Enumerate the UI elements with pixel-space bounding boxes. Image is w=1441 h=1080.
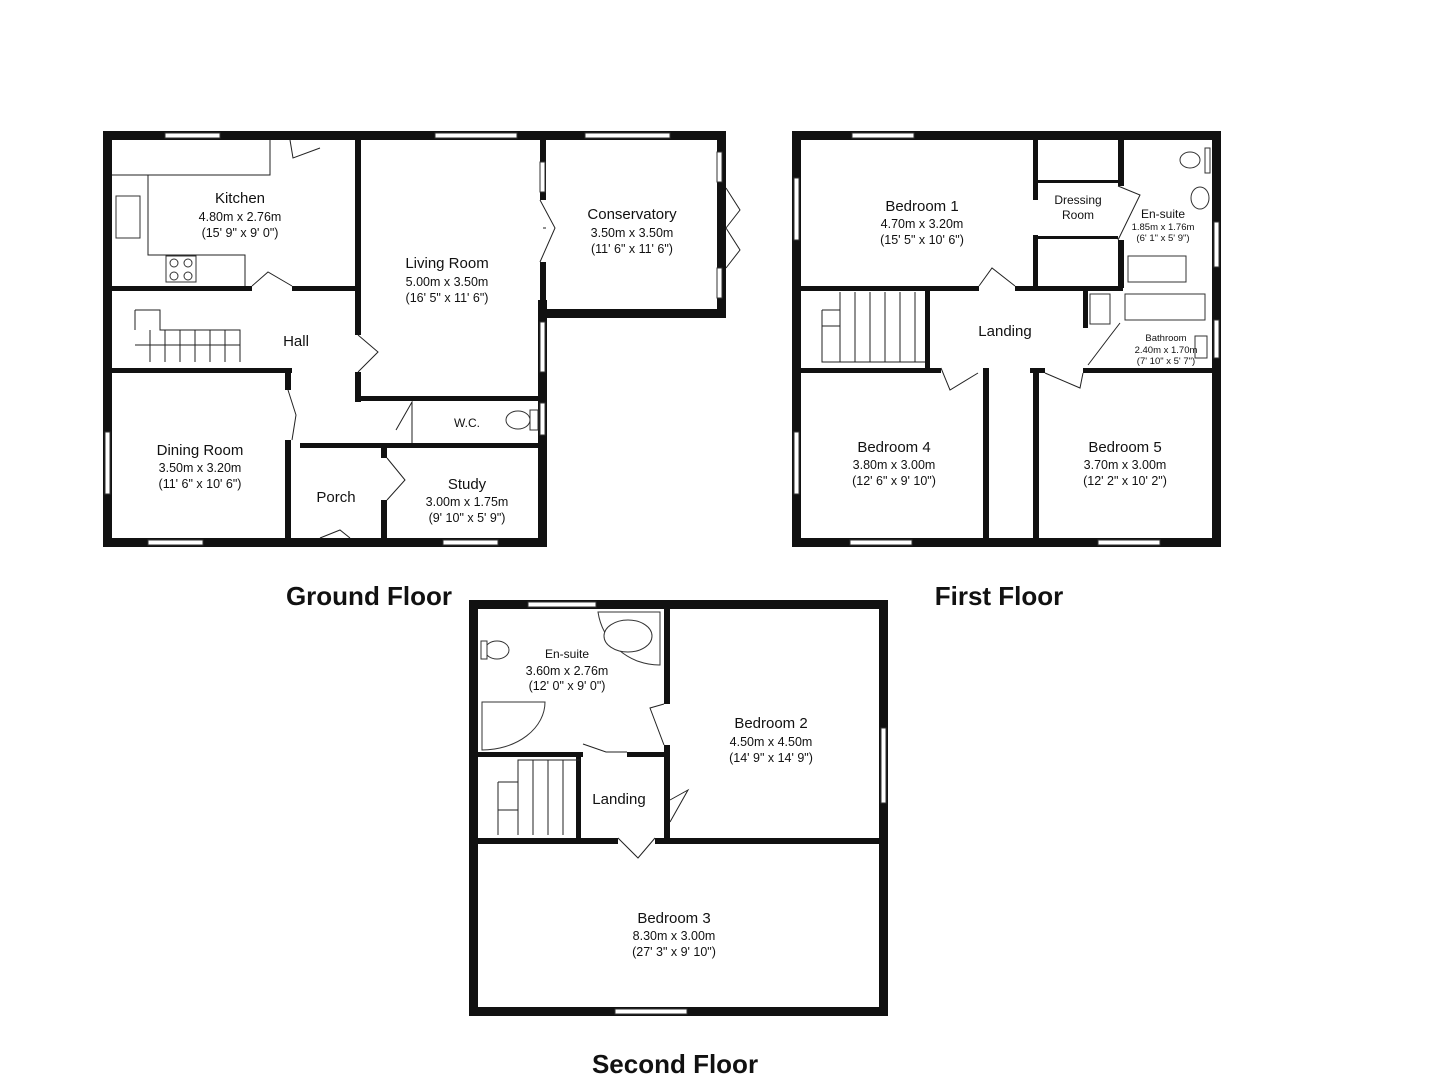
- bedroom2-name: Bedroom 2: [734, 715, 807, 732]
- study-name: Study: [448, 476, 487, 493]
- conservatory-imperial: (11' 6" x 11' 6"): [591, 242, 673, 256]
- bedroom4-metric: 3.80m x 3.00m: [853, 458, 936, 472]
- bedroom3-imperial: (27' 3" x 9' 10"): [632, 945, 716, 959]
- kitchen-name: Kitchen: [215, 190, 265, 207]
- bedroom4-imperial: (12' 6" x 9' 10"): [852, 474, 936, 488]
- bedroom5-metric: 3.70m x 3.00m: [1084, 458, 1167, 472]
- bedroom1-imperial: (15' 5" x 10' 6"): [880, 233, 964, 247]
- kitchen-metric: 4.80m x 2.76m: [199, 210, 282, 224]
- conservatory-name: Conservatory: [587, 206, 677, 223]
- first-floor-plan: [792, 131, 1221, 547]
- dressing-room-name-line2: Room: [1062, 208, 1094, 222]
- wc-name: W.C.: [454, 416, 480, 430]
- conservatory-metric: 3.50m x 3.50m: [591, 226, 674, 240]
- porch-name: Porch: [316, 489, 355, 506]
- second-ensuite-imperial: (12' 0" x 9' 0"): [529, 679, 606, 693]
- ground-floor-plan: [103, 131, 741, 547]
- study-imperial: (9' 10" x 5' 9"): [429, 511, 506, 525]
- bathroom-imperial: (7' 10" x 5' 7"): [1137, 356, 1195, 367]
- second-ensuite-metric: 3.60m x 2.76m: [526, 664, 609, 678]
- hall-name: Hall: [283, 333, 309, 350]
- ground-floor-title: Ground Floor: [286, 581, 452, 611]
- living-room-imperial: (16' 5" x 11' 6"): [406, 291, 489, 305]
- dressing-room-name-line1: Dressing: [1054, 193, 1101, 207]
- study-metric: 3.00m x 1.75m: [426, 495, 509, 509]
- bedroom3-metric: 8.30m x 3.00m: [633, 929, 716, 943]
- first-landing-name: Landing: [978, 323, 1031, 340]
- second-floor-title: Second Floor: [592, 1049, 758, 1079]
- bedroom3-name: Bedroom 3: [637, 910, 710, 927]
- dining-room-imperial: (11' 6" x 10' 6"): [159, 477, 242, 491]
- bedroom2-metric: 4.50m x 4.50m: [730, 735, 813, 749]
- first-ensuite-imperial: (6' 1" x 5' 9"): [1136, 233, 1189, 244]
- first-ensuite-metric: 1.85m x 1.76m: [1132, 222, 1195, 233]
- bedroom1-metric: 4.70m x 3.20m: [881, 217, 964, 231]
- living-room-name: Living Room: [405, 255, 488, 272]
- bedroom1-name: Bedroom 1: [885, 198, 958, 215]
- first-ensuite-name: En-suite: [1141, 207, 1185, 221]
- bathroom-name: Bathroom: [1145, 333, 1186, 344]
- bedroom5-imperial: (12' 2" x 10' 2"): [1083, 474, 1167, 488]
- first-floor-title: First Floor: [935, 581, 1064, 611]
- bedroom5-name: Bedroom 5: [1088, 439, 1161, 456]
- second-ensuite-name: En-suite: [545, 647, 589, 661]
- bathroom-metric: 2.40m x 1.70m: [1135, 345, 1198, 356]
- bedroom2-imperial: (14' 9" x 14' 9"): [729, 751, 813, 765]
- bedroom4-name: Bedroom 4: [857, 439, 930, 456]
- second-landing-name: Landing: [592, 791, 645, 808]
- dining-room-metric: 3.50m x 3.20m: [159, 461, 242, 475]
- kitchen-imperial: (15' 9" x 9' 0"): [202, 226, 279, 240]
- living-room-metric: 5.00m x 3.50m: [406, 275, 489, 289]
- dining-room-name: Dining Room: [157, 442, 244, 459]
- second-floor-plan: [469, 600, 888, 1016]
